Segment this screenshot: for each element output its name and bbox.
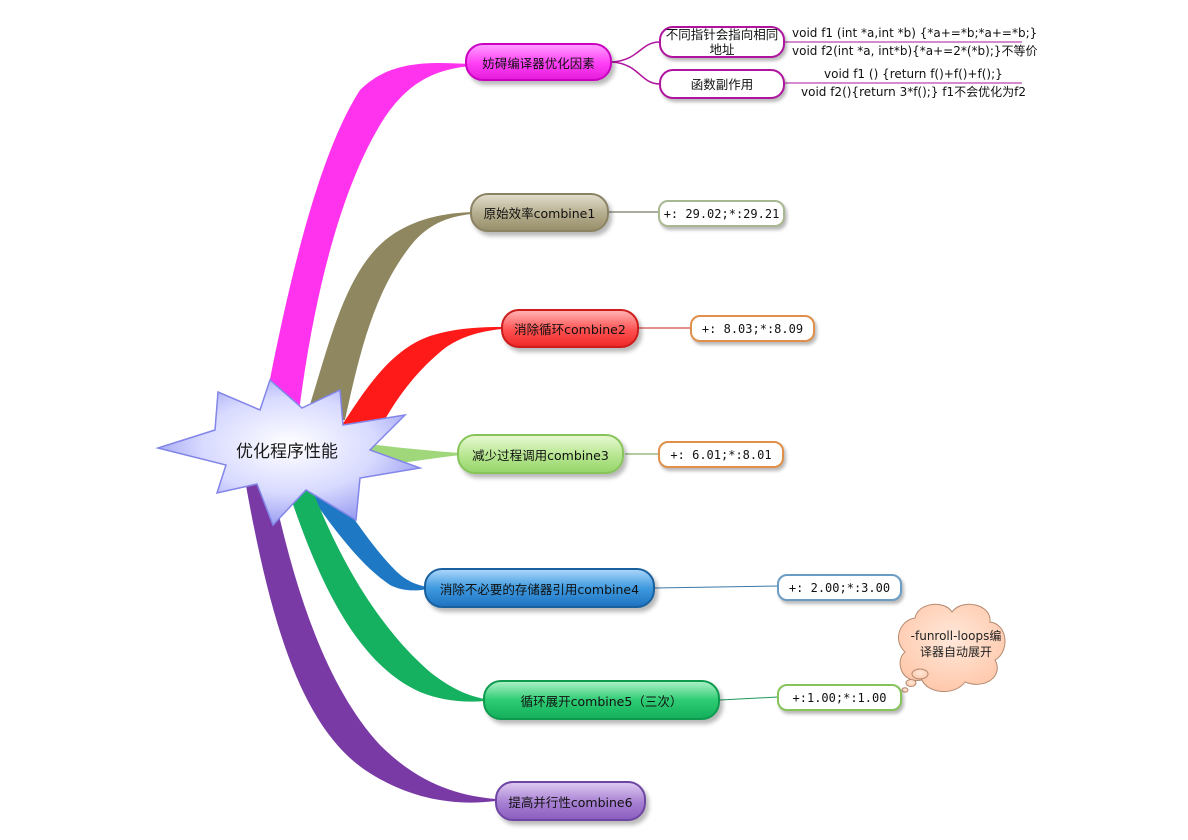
note-sideeffect-f1: void f1 () {return f()+f()+f();} [824,67,1003,81]
thought-cloud [897,603,1006,693]
branch-combine2[interactable]: 消除循环combine2 [501,309,639,348]
value-combine1[interactable]: +: 29.02;*:29.21 [658,200,785,227]
branch-combine1[interactable]: 原始效率combine1 [470,193,609,232]
branch-combine6[interactable]: 提高并行性combine6 [495,781,646,821]
value-combine3[interactable]: +: 6.01;*:8.01 [658,441,784,468]
branch-curve-combine5 [285,470,485,702]
branch-curve-combine1 [305,212,472,420]
center-topic[interactable]: 优化程序性能 [236,442,338,462]
branch-curve-factors [262,63,470,420]
connector-factor-sideeffect [611,61,661,85]
branch-combine5[interactable]: 循环展开combine5（三次） [483,680,720,720]
cloud-note: -funroll-loops编 译器自动展开 [908,628,1004,660]
value-combine4[interactable]: +: 2.00;*:3.00 [777,574,902,601]
value-combine2[interactable]: +: 8.03;*:8.09 [690,315,815,342]
cloud-note-line-2: 译器自动展开 [919,645,992,659]
connector-combine4 [654,585,779,589]
branch-curve-combine2 [342,327,502,432]
branch-combine3[interactable]: 减少过程调用combine3 [457,434,624,474]
factor-pointer-alias[interactable]: 不同指针会指向相同地址 [659,26,785,58]
connector-factor-pointer [611,41,661,63]
note-pointer-f2: void f2(int *a, int*b){*a+=2*(*b);}不等价 [792,44,1038,58]
factor-side-effect[interactable]: 函数副作用 [659,69,785,99]
cloud-note-line-1: -funroll-loops编 [910,629,1002,643]
value-combine5[interactable]: +:1.00;*:1.00 [777,684,902,711]
note-sideeffect-f2: void f2(){return 3*f();} f1不会优化为f2 [801,85,1027,99]
note-pointer-f1: void f1 (int *a,int *b) {*a+=*b;*a+=*b;} [792,26,1038,40]
branch-combine4[interactable]: 消除不必要的存储器引用combine4 [424,568,655,608]
center-star-shape [155,378,423,527]
branch-obstacles[interactable]: 妨碍编译器优化因素 [465,43,612,81]
connector-combine5 [719,696,779,701]
